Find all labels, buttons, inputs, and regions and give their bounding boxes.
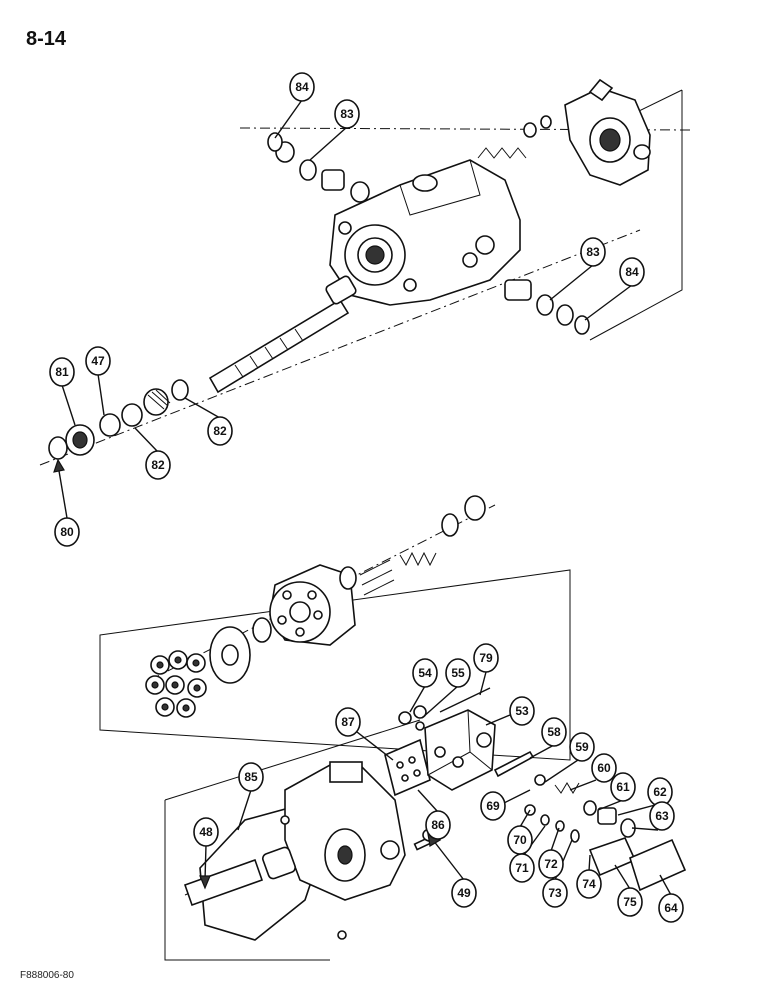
callout-84-upper: 84 [289,72,315,102]
callout-label: 87 [341,715,355,729]
control-valve-block [398,687,496,791]
shaft-seal-stack [48,379,189,460]
lower-frame-panel [164,719,421,961]
callout-81: 81 [49,357,75,387]
callout-87: 87 [335,707,361,737]
swashplate-housing [284,761,406,901]
callout-63: 63 [649,801,675,831]
callout-84-lower: 84 [619,257,645,287]
callout-86: 86 [425,810,451,840]
callout-label: 53 [515,704,529,718]
callout-label: 61 [616,780,630,794]
callout-71: 71 [509,853,535,883]
callout-label: 49 [457,886,471,900]
page-number: 8-14 [26,28,67,50]
end-cover [564,78,651,186]
barrel-spring-assembly [339,495,486,596]
callout-83-lower: 83 [580,237,606,267]
callout-82-right: 82 [207,416,233,446]
compensator-spring [477,115,552,159]
callout-74: 74 [576,869,602,899]
callout-label: 81 [55,365,69,379]
callout-85: 85 [238,762,264,792]
adjuster-fittings [588,837,687,892]
pump-housing [329,159,521,306]
shaft-bearings-lower [504,279,590,335]
valve-cover-plate [384,738,431,797]
callout-59: 59 [569,732,595,762]
callout-label: 73 [548,886,562,900]
callout-70: 70 [507,825,533,855]
callout-48: 48 [193,817,219,847]
callout-61: 61 [610,772,636,802]
callout-49: 49 [451,878,477,908]
drive-coupling [183,815,347,940]
callout-75: 75 [617,887,643,917]
callout-label: 55 [451,666,465,680]
callout-label: 64 [664,901,678,915]
callout-label: 48 [199,825,213,839]
middle-frame-panel [99,569,571,761]
callout-label: 83 [340,107,354,121]
callout-64: 64 [658,893,684,923]
callout-73: 73 [542,878,568,908]
callout-label: 69 [486,799,500,813]
callout-label: 59 [575,740,589,754]
callout-label: 71 [515,861,529,875]
figure-code: F888006-80 [20,970,74,981]
callout-label: 86 [431,818,445,832]
callout-53: 53 [509,696,535,726]
rotor-axis-line [149,504,496,681]
callout-label: 84 [625,265,639,279]
callout-58: 58 [541,717,567,747]
callout-label: 74 [582,877,596,891]
compensator-spool-stack [493,750,636,843]
leader-lines [53,99,672,896]
retainer-plate [209,617,272,684]
drive-shaft [208,275,357,394]
callout-label: 79 [479,651,493,665]
callout-label: 58 [547,725,561,739]
callout-label: 84 [295,80,309,94]
callout-label: 63 [655,809,669,823]
callout-label: 85 [244,770,258,784]
callout-72: 72 [538,849,564,879]
callout-label: 54 [418,666,432,680]
callout-label: 83 [586,245,600,259]
callout-80: 80 [54,517,80,547]
callout-54: 54 [412,658,438,688]
piston-group [145,650,207,718]
callout-83-upper: 83 [334,99,360,129]
callout-label: 70 [513,833,527,847]
callout-82-left: 82 [145,450,171,480]
callout-label: 72 [544,857,558,871]
shaft-axis-line [39,229,641,466]
callout-label: 60 [597,761,611,775]
callout-label: 75 [623,895,637,909]
callout-47: 47 [85,346,111,376]
callout-label: 47 [91,354,105,368]
shaft-bearings-upper [267,132,370,203]
callout-79: 79 [473,643,499,673]
cylinder-barrel [269,564,356,646]
callout-55: 55 [445,658,471,688]
callout-label: 82 [151,458,165,472]
callout-label: 80 [60,525,74,539]
callout-69: 69 [480,791,506,821]
callout-label: 62 [653,785,667,799]
callout-60: 60 [591,753,617,783]
callout-label: 82 [213,424,227,438]
